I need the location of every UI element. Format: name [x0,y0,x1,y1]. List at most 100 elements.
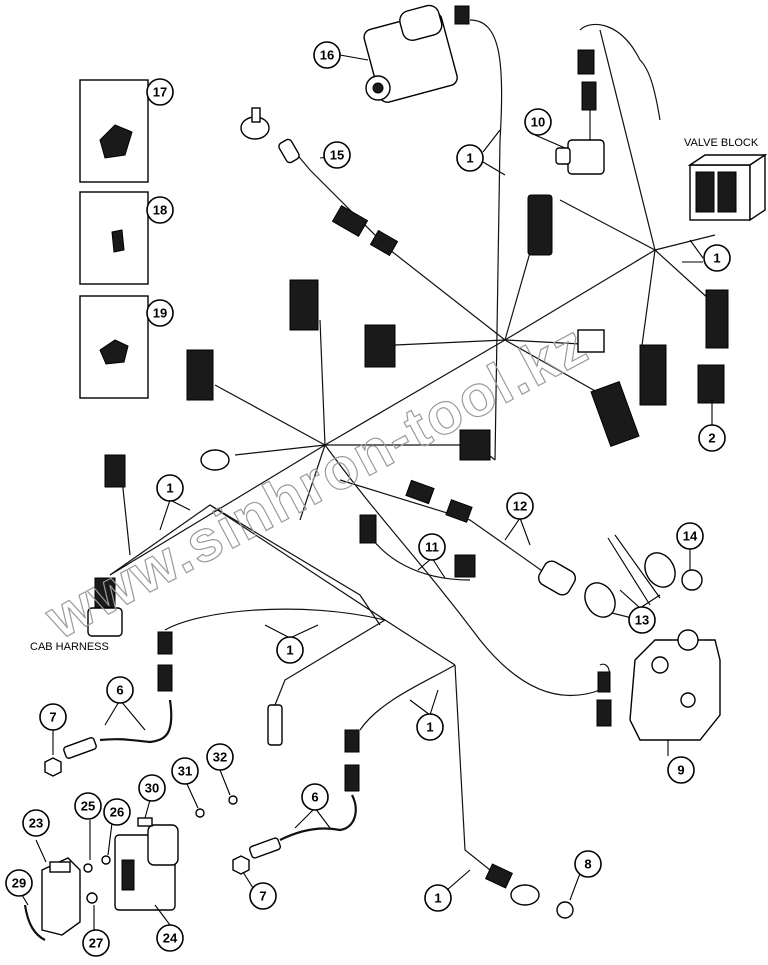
svg-text:1: 1 [434,891,441,906]
callout-27: 27 [82,929,110,957]
connector-12 [405,479,435,505]
actuator-16 [363,4,470,103]
connector-plug [577,329,605,353]
svg-text:24: 24 [163,931,178,946]
svg-text:1: 1 [713,251,720,266]
harness-wires [109,19,716,871]
callout-11: 11 [418,533,446,561]
svg-text:27: 27 [89,936,103,951]
callout-1: 1 [424,884,452,912]
callout-16: 16 [313,41,341,69]
callout-18: 18 [146,196,174,224]
parts [23,4,768,941]
connector-block [590,380,640,448]
connector-block [104,454,126,488]
washer-25 [83,863,93,873]
svg-text:13: 13 [635,613,649,628]
callout-30: 30 [138,774,166,802]
screw-30 [137,817,153,827]
callout-6: 6 [301,783,329,811]
callout-6: 6 [106,676,134,704]
cab-harness-connector [87,577,123,637]
module-23 [41,857,81,936]
connector-block [186,349,214,401]
sensor-upright [267,704,283,746]
callout-2: 2 [698,424,726,452]
nut-31 [195,808,205,818]
inset-boxes [79,79,149,399]
svg-text:1: 1 [286,643,293,658]
callout-15: 15 [323,141,351,169]
valve-body-9 [596,629,721,741]
callout-7: 7 [39,703,67,731]
sensor-6b [248,729,360,859]
callouts: 16 17 18 19 15 10 1 1 2 1 12 14 11 13 1 … [5,41,731,957]
clip-17-icon [99,124,133,159]
callout-29: 29 [5,869,33,897]
callout-8: 8 [574,850,602,878]
svg-text:9: 9 [677,763,684,778]
svg-text:14: 14 [683,529,698,544]
svg-text:32: 32 [213,750,227,765]
sensor-6a [63,631,173,759]
part-13 [584,582,616,618]
callout-24: 24 [156,924,184,952]
svg-text:8: 8 [584,857,591,872]
svg-text:19: 19 [153,306,167,321]
connector-block [705,289,729,349]
callout-12: 12 [506,492,534,520]
clip-19-icon [99,339,129,365]
washer-26 [101,855,111,865]
callout-31: 31 [171,757,199,785]
callout-1: 1 [703,244,731,272]
svg-text:12: 12 [513,499,527,514]
svg-text:6: 6 [116,683,123,698]
connector-block [289,279,319,331]
nut-7 [232,855,250,875]
connector-plug [200,449,230,471]
connector-block [639,344,667,406]
svg-text:11: 11 [425,540,439,555]
valve-block [687,153,768,222]
connector-block [459,429,491,461]
sensor-15 [240,107,399,257]
svg-text:25: 25 [81,799,95,814]
callout-14: 14 [676,522,704,550]
svg-text:6: 6 [311,790,318,805]
svg-text:10: 10 [531,115,545,130]
leader-lines [21,54,713,930]
callout-32: 32 [206,743,234,771]
svg-text:16: 16 [320,48,334,63]
connector-12 [538,560,576,596]
connector-12 [445,499,473,523]
svg-text:29: 29 [12,876,26,891]
callout-1: 1 [456,144,484,172]
nut-32 [228,795,238,805]
svg-text:23: 23 [29,816,43,831]
svg-text:1: 1 [466,151,473,166]
svg-text:18: 18 [153,203,167,218]
callout-19: 19 [146,299,174,327]
callout-13: 13 [628,606,656,634]
sensor-8 [484,863,574,919]
svg-text:7: 7 [259,889,266,904]
connector-11 [454,554,476,578]
svg-text:31: 31 [178,764,192,779]
callout-9: 9 [667,756,695,784]
washer-27 [86,892,98,904]
svg-text:26: 26 [110,805,124,820]
valve-10 [555,49,605,175]
callout-26: 26 [103,798,131,826]
callout-25: 25 [74,792,102,820]
svg-text:7: 7 [49,710,56,725]
cable-29 [23,904,46,941]
valve-block-label: VALVE BLOCK [684,137,759,149]
part-13 [644,552,676,588]
svg-text:1: 1 [166,481,173,496]
part-14 [681,569,703,591]
svg-text:30: 30 [145,781,159,796]
connector-block [364,324,396,368]
svg-text:15: 15 [330,148,344,163]
svg-text:17: 17 [153,85,167,100]
